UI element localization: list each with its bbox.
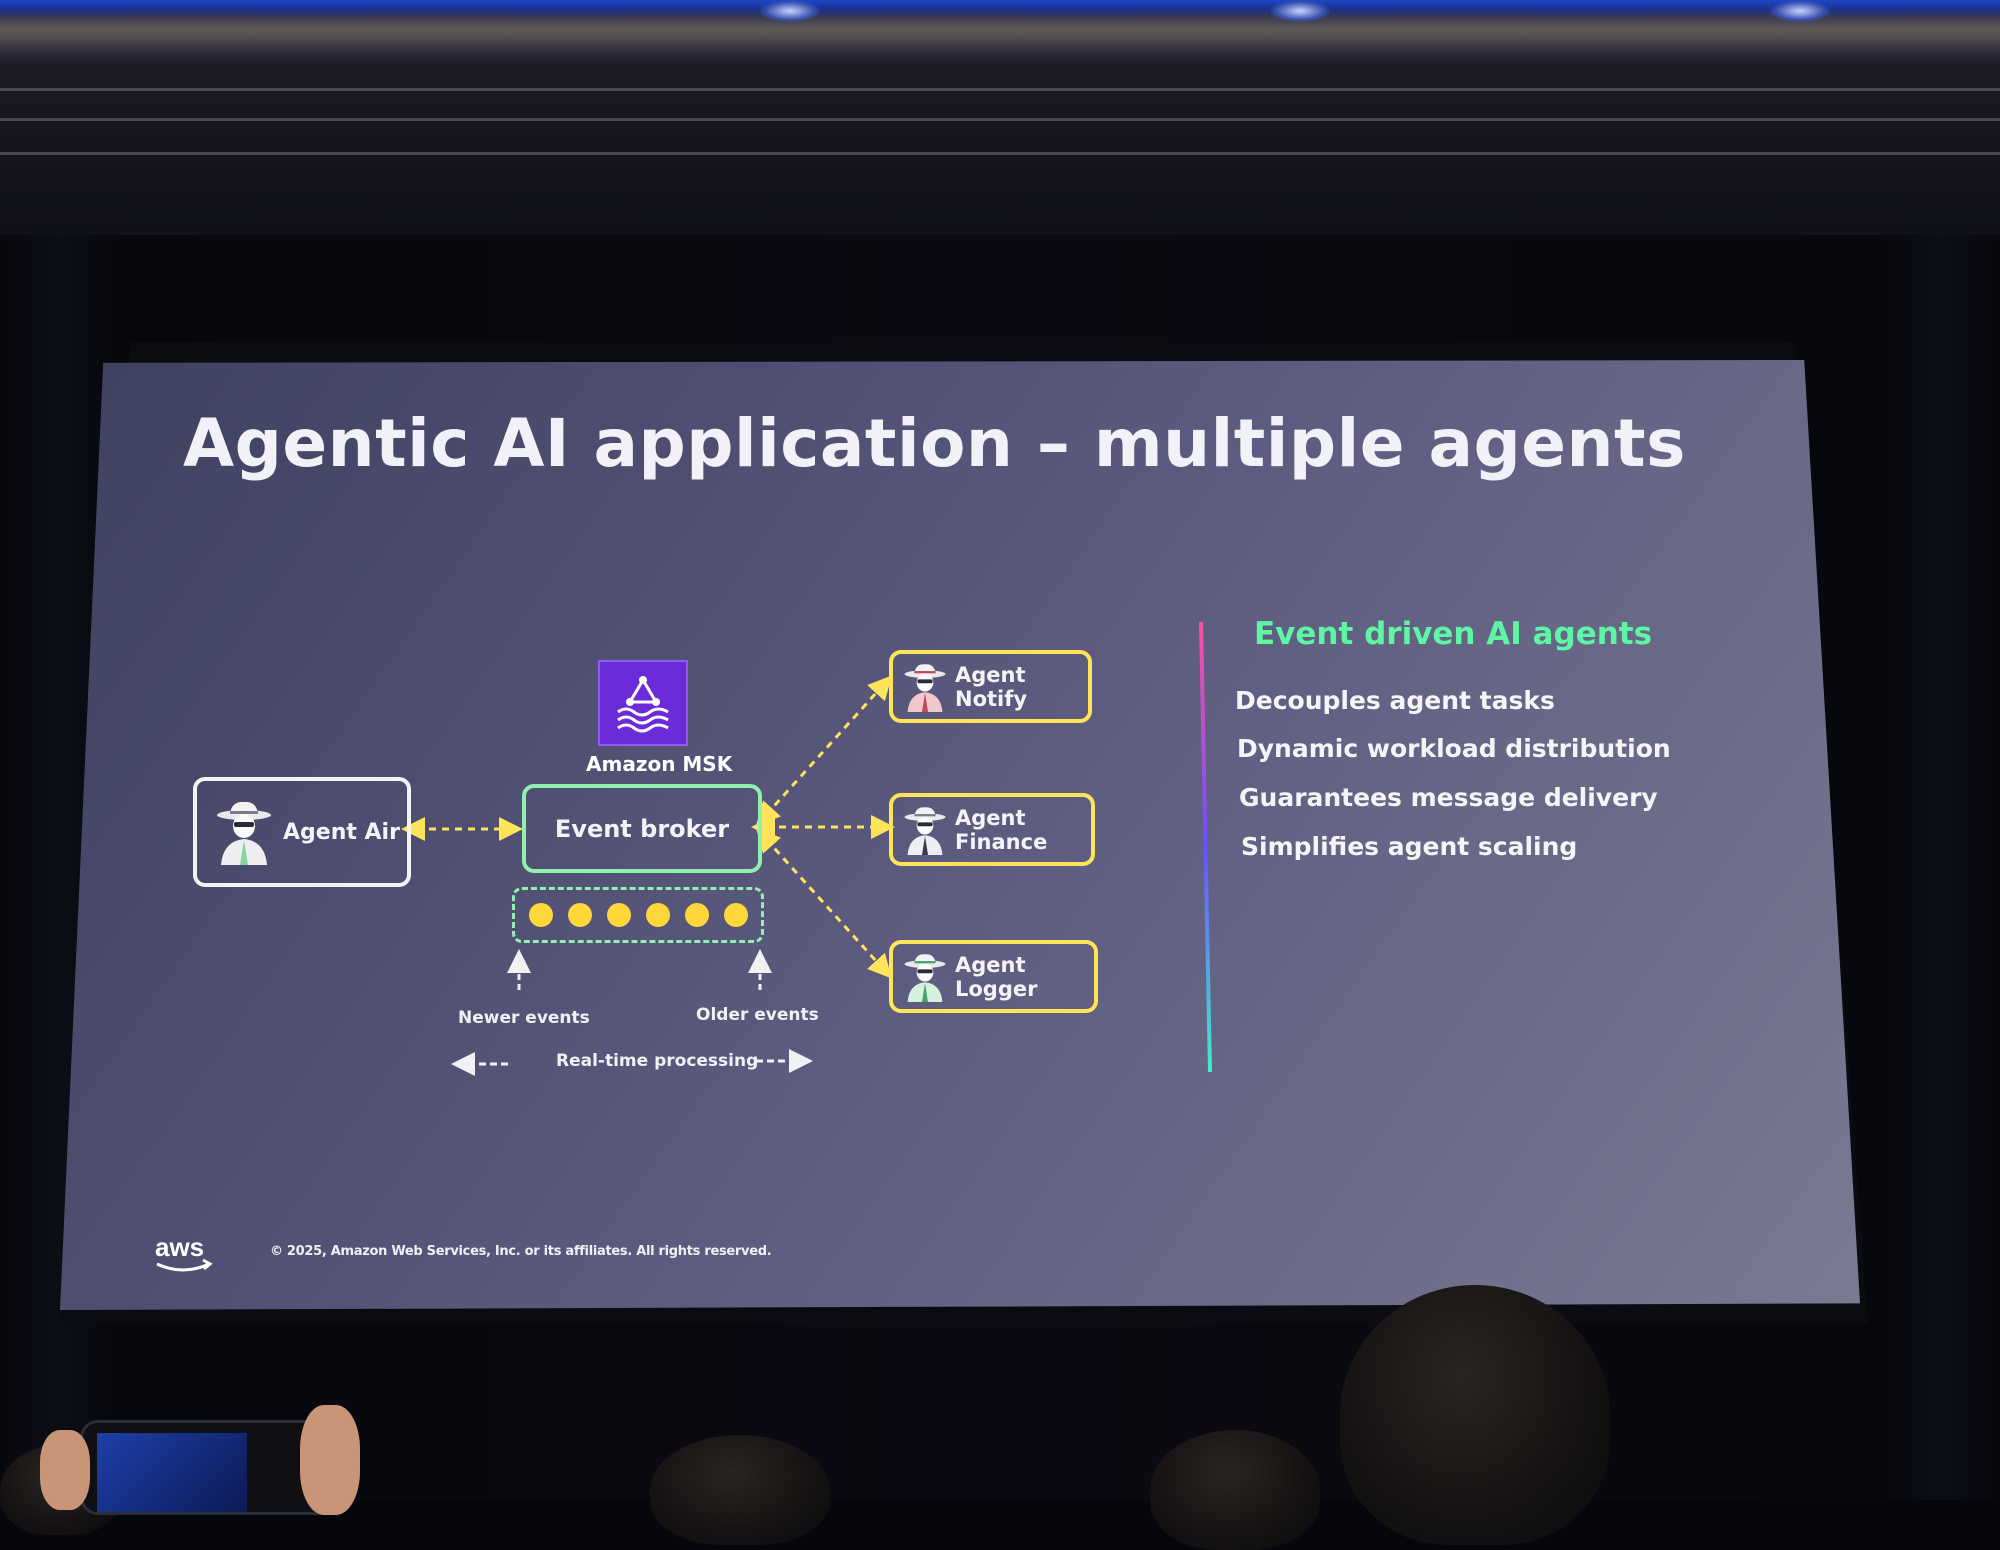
copyright-notice: © 2025, Amazon Web Services, Inc. or its…: [270, 1244, 772, 1259]
audience-head: [1150, 1430, 1320, 1550]
audience-hand: [40, 1430, 90, 1510]
side-panel-item: Decouples agent tasks: [1235, 686, 1555, 715]
side-panel-item: Guarantees message delivery: [1239, 783, 1658, 812]
newer-events-label: Newer events: [458, 1008, 590, 1028]
realtime-processing-label: Real-time processing: [556, 1051, 759, 1071]
section-divider: [1199, 621, 1212, 1073]
agent-notify-box: Agent Notify: [889, 650, 1092, 723]
agent-spy-icon: [217, 801, 271, 865]
ceiling-trim: [0, 118, 2000, 121]
slide-title: Agentic AI application – multiple agents: [183, 405, 1686, 482]
aws-logo: aws: [155, 1232, 213, 1272]
audience-hand: [300, 1405, 360, 1515]
ceiling-light: [1770, 0, 1830, 22]
event-broker-label: Event broker: [554, 814, 730, 843]
event-dot: [567, 903, 592, 927]
amazon-msk-icon: [598, 660, 688, 746]
audience-head: [650, 1435, 830, 1545]
diagram-arrows: [401, 621, 1212, 1076]
agent-notify-label: Agent Notify: [955, 662, 1028, 711]
presentation-slide: Agentic AI application – multiple agents: [60, 360, 1860, 1310]
phone-screen: [97, 1433, 247, 1512]
side-panel-title: Event driven AI agents: [1254, 616, 1653, 652]
audience-phone: [80, 1420, 340, 1515]
arrow-broker-notify: [755, 675, 893, 827]
agent-logger-box: Agent Logger: [889, 940, 1098, 1013]
audience-head: [1340, 1285, 1610, 1545]
ceiling: [0, 0, 2000, 245]
older-events-label: Older events: [696, 1005, 819, 1025]
agent-air-label: Agent Air: [283, 819, 400, 845]
ceiling-light: [1270, 0, 1330, 22]
side-panel-item: Simplifies agent scaling: [1241, 832, 1578, 861]
event-dot: [528, 903, 553, 927]
agent-finance-label: Agent Finance: [955, 805, 1048, 854]
agent-spy-icon: [904, 806, 946, 855]
event-dot: [723, 903, 748, 927]
event-dot: [606, 903, 631, 927]
ceiling-trim: [0, 152, 2000, 155]
event-dot: [645, 903, 670, 927]
agent-logger-label: Agent Logger: [955, 952, 1038, 1001]
agent-spy-icon: [904, 663, 946, 712]
ceiling-trim: [0, 88, 2000, 91]
amazon-msk-label: Amazon MSK: [586, 752, 733, 776]
agent-finance-box: Agent Finance: [889, 793, 1095, 866]
agent-air-box: Agent Air: [193, 777, 411, 887]
arrow-broker-logger: [755, 827, 893, 979]
event-queue: [512, 887, 764, 943]
event-dot: [684, 903, 709, 927]
side-panel-item: Dynamic workload distribution: [1237, 734, 1671, 763]
agent-spy-icon: [904, 953, 946, 1002]
svg-text:aws: aws: [155, 1232, 204, 1262]
ceiling-light: [760, 0, 820, 22]
event-broker-box: Event broker: [522, 784, 762, 873]
